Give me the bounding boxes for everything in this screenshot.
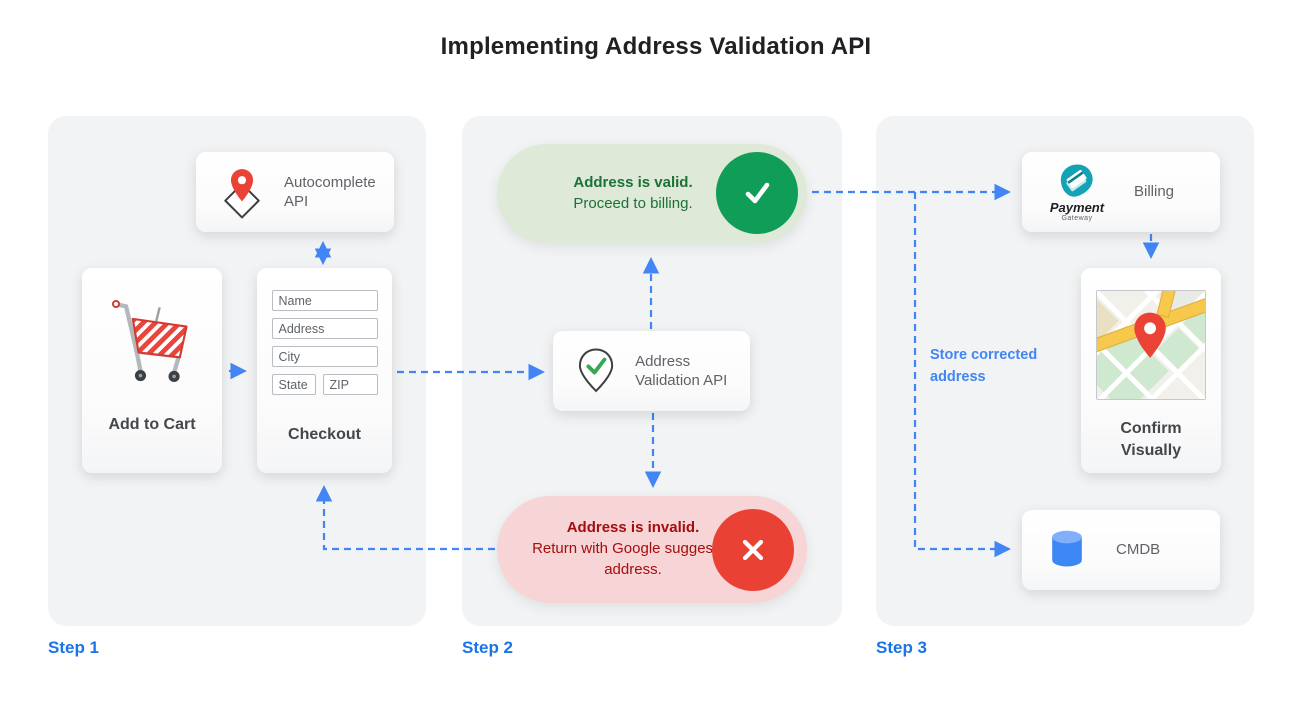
address-validation-api-label: Address Validation API: [635, 352, 728, 390]
address-invalid-subtitle: Return with Google suggested address.: [532, 540, 734, 578]
check-circle-icon: [716, 152, 798, 234]
step-1-label: Step 1: [48, 638, 100, 657]
map-pin-check-icon: [578, 348, 614, 393]
address-invalid-text: Address is invalid. Return with Google s…: [531, 496, 735, 603]
confirm-visually-card: Confirm Visually: [1081, 268, 1221, 473]
page-title: Implementing Address Validation API: [440, 33, 872, 60]
payment-gateway-logo-title: Payment: [1049, 199, 1105, 215]
billing-card: Payment Gateway Billing: [1022, 152, 1220, 232]
checkout-field-state: State: [271, 374, 316, 395]
address-validation-api-card: Address Validation API: [553, 331, 750, 411]
step-2-label: Step 2: [462, 638, 514, 657]
add-to-cart-card: Add to Cart: [82, 268, 222, 473]
add-to-cart-label: Add to Cart: [108, 416, 196, 433]
autocomplete-api-label: Autocomplete API: [284, 173, 376, 211]
address-valid-title: Address is valid.: [573, 173, 693, 191]
address-valid-subtitle: Proceed to billing.: [573, 194, 693, 212]
address-valid-pill: Address is valid. Proceed to billing.: [497, 144, 807, 243]
checkout-field-zip: ZIP: [322, 374, 378, 395]
address-invalid-title: Address is invalid.: [566, 519, 700, 537]
checkout-form: Name Address City State ZIP: [271, 290, 378, 402]
confirm-visually-label: Confirm Visually: [1120, 420, 1182, 459]
address-invalid-pill: Address is invalid. Return with Google s…: [497, 496, 807, 603]
checkout-field-city: City: [271, 346, 378, 367]
map-thumbnail-icon: [1096, 290, 1206, 400]
address-valid-text: Address is valid. Proceed to billing.: [531, 144, 735, 243]
shopping-cart-icon: [111, 299, 188, 383]
payment-gateway-logo-subtitle: Gateway: [1061, 214, 1093, 222]
checkout-card: Name Address City State ZIP Checkout: [257, 268, 392, 473]
checkout-field-name: Name: [271, 290, 378, 311]
map-pin-diamond-icon: [224, 169, 260, 219]
autocomplete-api-card: Autocomplete API: [196, 152, 394, 232]
store-corrected-address-note: Store corrected address: [930, 347, 1038, 386]
cmdb-card: CMDB: [1022, 510, 1220, 590]
checkout-field-address: Address: [271, 318, 378, 339]
checkout-label: Checkout: [288, 426, 361, 443]
step-3-label: Step 3: [876, 638, 928, 657]
x-circle-icon: [712, 509, 794, 591]
cmdb-label: CMDB: [1116, 541, 1161, 559]
billing-label: Billing: [1134, 183, 1175, 201]
database-icon: [1052, 530, 1082, 567]
payment-gateway-icon: Payment Gateway: [1040, 163, 1114, 222]
